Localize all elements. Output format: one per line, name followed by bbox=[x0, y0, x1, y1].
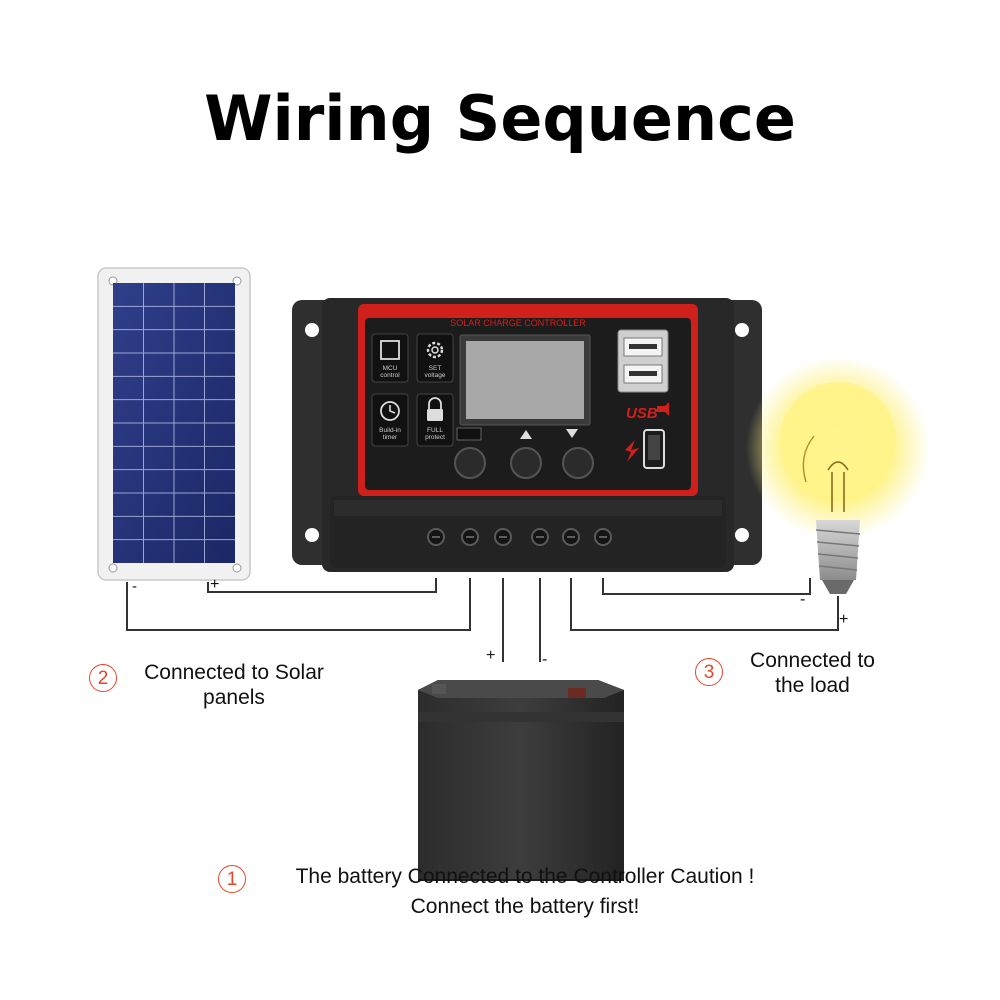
controller-header: SOLAR CHARGE CONTROLLER bbox=[450, 318, 586, 328]
usb-plug-icon bbox=[657, 402, 669, 416]
page-title: Wiring Sequence bbox=[204, 82, 796, 155]
svg-text:protect: protect bbox=[425, 434, 445, 441]
load-minus-label: - bbox=[800, 591, 805, 608]
battery-caption-line1: The battery Connected to the Controller … bbox=[295, 865, 755, 888]
solar-minus-label: - bbox=[132, 578, 137, 595]
lightning-icon bbox=[625, 440, 639, 462]
load-caption: Connected to the load bbox=[730, 648, 895, 698]
usb-label: USB bbox=[626, 405, 658, 422]
svg-text:Build-in: Build-in bbox=[379, 427, 401, 434]
up-button bbox=[510, 447, 542, 479]
solar-panel bbox=[97, 267, 251, 581]
battery-minus-label: - bbox=[542, 651, 547, 668]
usb-port-icon bbox=[617, 329, 669, 393]
svg-text:timer: timer bbox=[383, 434, 398, 441]
menu-button bbox=[454, 447, 486, 479]
solar-negative-wire bbox=[126, 578, 471, 631]
charge-controller: SOLAR CHARGE CONTROLLER MCU control SET … bbox=[292, 298, 762, 572]
chip-icon: MCU control bbox=[371, 333, 409, 383]
clock-icon: Build-in timer bbox=[371, 393, 409, 447]
battery-caption-line2: Connect the battery first! bbox=[410, 895, 640, 918]
solar-caption: Connected to Solar panels bbox=[124, 660, 344, 710]
down-button bbox=[562, 447, 594, 479]
phone-icon bbox=[643, 429, 665, 469]
wires bbox=[126, 578, 839, 662]
svg-text:FULL: FULL bbox=[427, 427, 443, 434]
solar-plus-label: + bbox=[210, 576, 219, 593]
load-negative-wire bbox=[602, 578, 811, 595]
solar-caption-line2: panels bbox=[203, 686, 265, 709]
light-bulb-icon bbox=[746, 356, 930, 594]
battery-caption: The battery Connected to the Controller … bbox=[255, 864, 795, 919]
svg-text:SET: SET bbox=[429, 365, 442, 372]
step-1-badge: 1 bbox=[218, 865, 246, 893]
battery-icon bbox=[418, 680, 624, 881]
svg-text:voltage: voltage bbox=[425, 372, 446, 379]
up-arrow-icon bbox=[520, 430, 532, 439]
load-positive-wire bbox=[570, 578, 839, 631]
svg-text:control: control bbox=[380, 372, 400, 379]
solar-positive-wire bbox=[207, 578, 437, 593]
menu-button-icon bbox=[456, 427, 482, 441]
load-plus-label: + bbox=[839, 611, 848, 628]
step-3-badge: 3 bbox=[695, 658, 723, 686]
battery-plus-label: + bbox=[486, 647, 495, 664]
load-caption-line2: the load bbox=[775, 674, 850, 697]
load-caption-line1: Connected to bbox=[750, 649, 875, 672]
solar-caption-line1: Connected to Solar bbox=[144, 661, 324, 684]
step-2-badge: 2 bbox=[89, 664, 117, 692]
lock-icon: FULL protect bbox=[416, 393, 454, 447]
down-arrow-icon bbox=[566, 429, 578, 438]
gear-icon: SET voltage bbox=[416, 333, 454, 383]
svg-text:MCU: MCU bbox=[383, 365, 398, 372]
